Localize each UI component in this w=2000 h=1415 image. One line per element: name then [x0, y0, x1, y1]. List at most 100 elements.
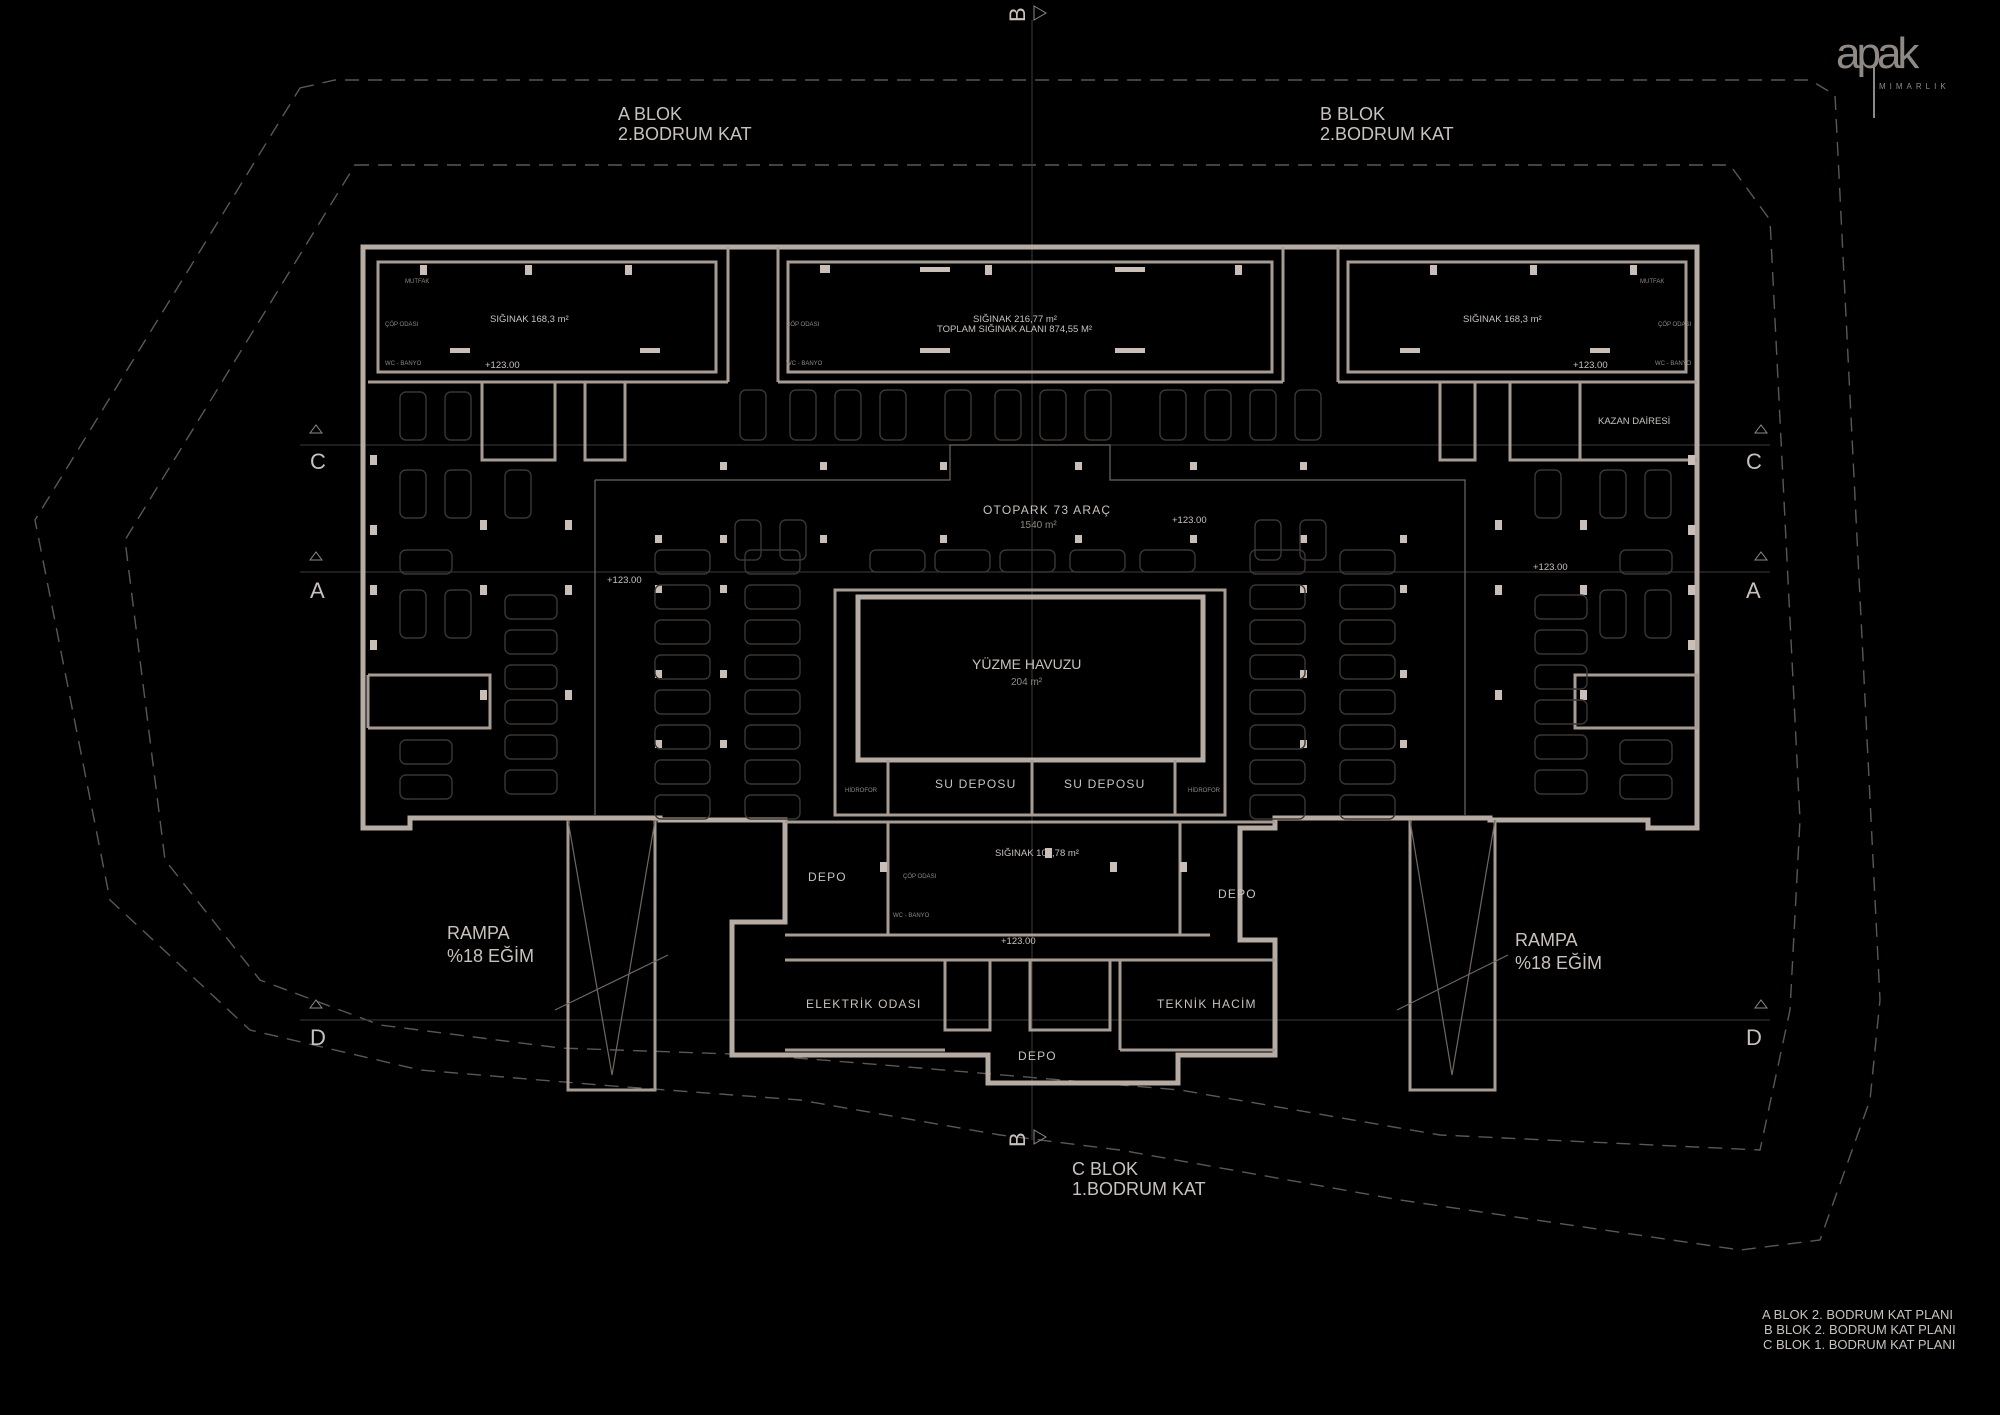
parked-car [744, 759, 801, 785]
parked-car [1339, 654, 1396, 680]
parked-car [1339, 759, 1396, 785]
parked-car [504, 664, 558, 690]
depot-1-label: DEPO [808, 870, 847, 884]
parked-car [1534, 594, 1588, 620]
parked-car [504, 699, 558, 725]
parked-car [1249, 759, 1306, 785]
water-tank-2-label: SU DEPOSU [1064, 777, 1145, 791]
parked-car [1339, 724, 1396, 750]
parked-car [504, 769, 558, 795]
technical-room-label: TEKNİK HACİM [1157, 997, 1257, 1011]
level-mark-3: +123.00 [607, 575, 642, 586]
parked-car [1249, 689, 1306, 715]
boiler-room-label: KAZAN DAİRESİ [1598, 416, 1670, 427]
parked-car [744, 724, 801, 750]
water-tank-1-label: SU DEPOSU [935, 777, 1016, 791]
axis-d-right: D [1746, 1025, 1762, 1050]
parked-car [744, 794, 801, 820]
ramp-right-label-2: %18 EĞİM [1515, 952, 1602, 973]
ramp-right-label-1: RAMPA [1515, 930, 1578, 950]
parked-car [1644, 469, 1672, 519]
parked-car [934, 549, 991, 573]
parked-car [654, 549, 711, 575]
parked-car [879, 389, 907, 441]
decon-right-label: ÇÖP ODASI [1658, 321, 1692, 328]
shelter-right-label: SIĞINAK 168,3 m² [1463, 314, 1542, 325]
ramp-left-label-1: RAMPA [447, 923, 510, 943]
parked-car [1619, 739, 1673, 765]
parked-car [1339, 584, 1396, 610]
axis-lines [300, 5, 1770, 1145]
parked-car [654, 759, 711, 785]
level-mark-2: +123.00 [1573, 360, 1608, 371]
toilet-center-label: WC - BANYO [786, 361, 823, 367]
level-mark-5: +123.00 [1533, 562, 1568, 573]
parked-car [994, 389, 1022, 441]
parked-car [399, 774, 453, 800]
block-c-name: C BLOK [1072, 1159, 1138, 1179]
parked-car [444, 469, 472, 519]
parked-car [1159, 389, 1187, 441]
level-mark-6: +123.00 [1001, 936, 1036, 947]
parked-car [869, 549, 926, 573]
parked-car [744, 619, 801, 645]
parked-car [1339, 549, 1396, 575]
parked-car [504, 629, 558, 655]
axis-d-left: D [310, 1025, 326, 1050]
parked-car [399, 739, 453, 765]
firm-logo: apak MIMARLIK [1836, 29, 1946, 118]
block-a-floor: 2.BODRUM KAT [618, 124, 752, 144]
parked-car [399, 589, 427, 639]
parked-car [1644, 589, 1672, 639]
parked-car [444, 391, 472, 441]
parked-car [779, 519, 807, 561]
axis-a-left: A [310, 578, 325, 603]
parked-car [744, 654, 801, 680]
toilet-south-label: WC - BANYO [893, 913, 930, 919]
parked-car [1534, 734, 1588, 760]
parked-car [654, 654, 711, 680]
parked-car [834, 389, 862, 441]
parked-car [654, 689, 711, 715]
parked-car [1249, 549, 1306, 575]
parked-car [1619, 549, 1673, 575]
block-b-floor: 2.BODRUM KAT [1320, 124, 1454, 144]
parked-car [744, 584, 801, 610]
level-mark-1: +123.00 [485, 360, 520, 371]
parked-car [944, 389, 972, 441]
parked-car [1139, 549, 1196, 573]
parked-car [744, 549, 801, 575]
parked-car [744, 689, 801, 715]
decon-left-label: ÇÖP ODASI [385, 321, 419, 328]
shelter-south-label: SIĞINAK 105,78 m² [995, 848, 1079, 859]
structural-columns [370, 265, 1695, 872]
parked-car [654, 794, 711, 820]
parked-car [1204, 389, 1232, 441]
axis-c-right: C [1746, 449, 1762, 474]
parking-spaces [399, 389, 1673, 820]
block-a-name: A BLOK [618, 104, 682, 124]
parked-car [1619, 774, 1673, 800]
parked-car [1039, 389, 1067, 441]
parked-car [399, 549, 453, 575]
toilet-left-label: WC - BANYO [385, 361, 422, 367]
decon-south-label: ÇÖP ODASI [903, 873, 937, 880]
shelter-left-label: SIĞINAK 168,3 m² [490, 314, 569, 325]
parking-label: OTOPARK 73 ARAÇ [983, 503, 1111, 517]
parked-car [734, 519, 762, 561]
hydrophore-2-label: HİDROFOR [1188, 787, 1221, 794]
axis-a-right: A [1746, 578, 1761, 603]
level-mark-4: +123.00 [1172, 515, 1207, 526]
parked-car [654, 584, 711, 610]
legend-line-2: B BLOK 2. BODRUM KAT PLANI [1764, 1322, 1956, 1337]
parked-car [1299, 519, 1327, 561]
axis-b-top: B [1005, 7, 1030, 22]
axis-c-left: C [310, 449, 326, 474]
shelter-center-label-2: TOPLAM SIĞINAK ALANI 874,55 M² [937, 324, 1092, 335]
parked-car [1339, 619, 1396, 645]
kitchen-right-label: MUTFAK [1640, 279, 1664, 285]
hydrophore-1-label: HİDROFOR [845, 787, 878, 794]
parked-car [444, 589, 472, 639]
parked-car [504, 734, 558, 760]
parked-car [1249, 619, 1306, 645]
